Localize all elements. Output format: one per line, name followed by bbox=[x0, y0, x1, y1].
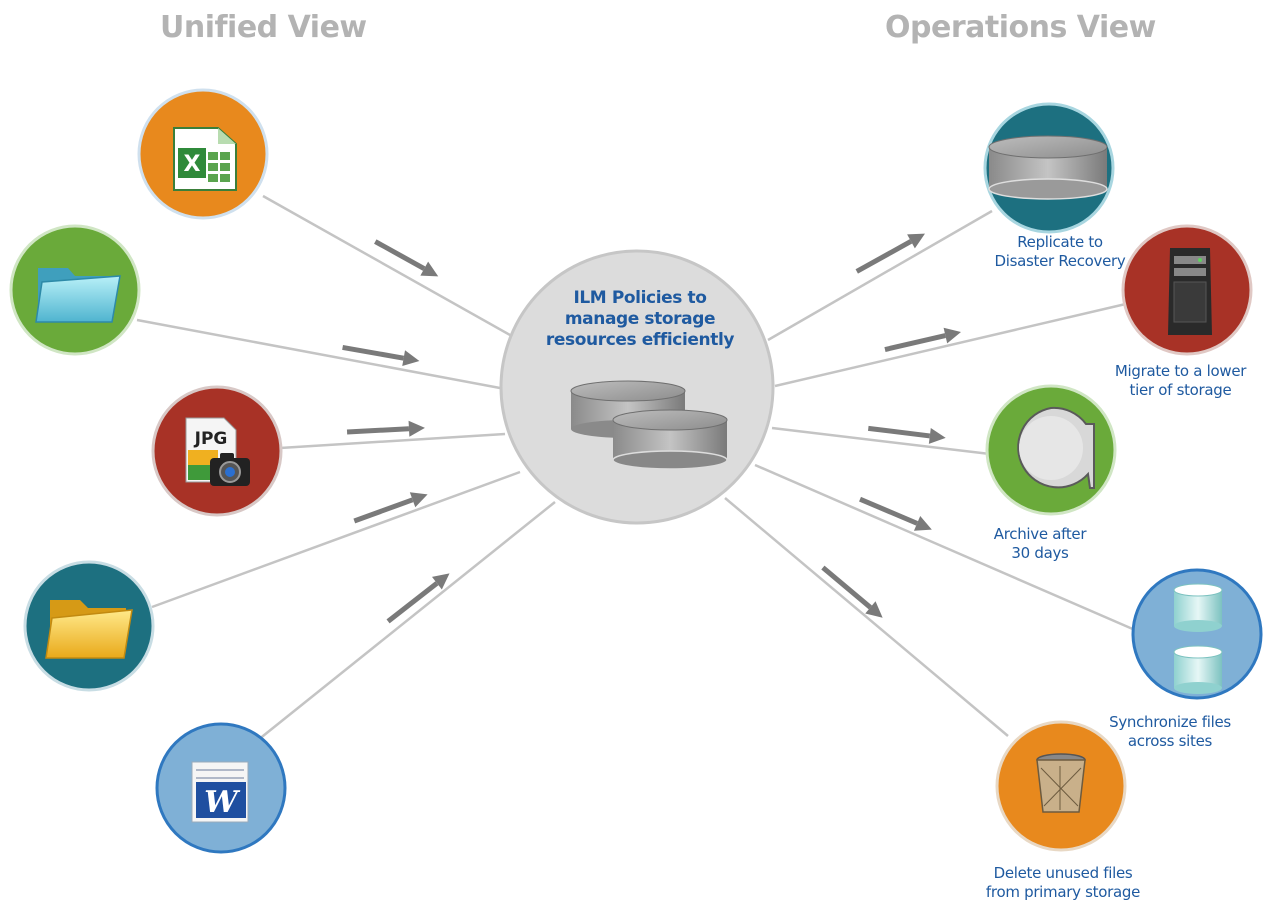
caption-archive: Archive after 30 days bbox=[993, 525, 1087, 562]
ilm-policy-title-text: ILM Policies to manage storage resources… bbox=[545, 288, 735, 350]
operation-migrate bbox=[1121, 224, 1253, 356]
word-icon: W bbox=[191, 761, 249, 823]
operation-archive bbox=[985, 384, 1117, 516]
folder-icon bbox=[35, 268, 121, 323]
arrow-icon bbox=[859, 496, 932, 531]
arrow-icon bbox=[884, 327, 961, 352]
storage-cylinders-icon bbox=[570, 380, 728, 470]
jpg-image-icon: JPG bbox=[185, 417, 250, 486]
jpg-label: JPG bbox=[194, 429, 228, 449]
svg-text:X: X bbox=[184, 152, 201, 177]
source-word: W bbox=[155, 722, 287, 854]
disk-icon bbox=[988, 135, 1108, 200]
tape-reel-icon bbox=[1017, 406, 1095, 489]
arrow-icon bbox=[855, 233, 925, 274]
operation-sync bbox=[1131, 568, 1263, 700]
flow-arrows bbox=[342, 233, 961, 624]
caption-migrate: Migrate to a lower tier of storage bbox=[1114, 362, 1247, 399]
arrow-icon bbox=[867, 425, 946, 444]
folder-icon bbox=[45, 600, 133, 659]
operation-replicate bbox=[983, 102, 1115, 234]
source-jpg: JPG bbox=[151, 385, 283, 517]
connector-lines bbox=[136, 194, 1136, 741]
operations-view-heading: Operations View bbox=[885, 10, 1156, 45]
excel-icon: X bbox=[173, 127, 237, 191]
unified-view-heading: Unified View bbox=[160, 10, 367, 45]
caption-sync: Synchronize files across sites bbox=[1109, 713, 1231, 750]
caption-replicate: Replicate to Disaster Recovery bbox=[994, 233, 1126, 270]
arrow-icon bbox=[821, 565, 883, 618]
source-folder-teal bbox=[23, 560, 155, 692]
arrow-icon bbox=[386, 573, 450, 624]
server-tower-icon bbox=[1168, 248, 1212, 335]
sync-cylinders-icon bbox=[1173, 583, 1223, 694]
source-folder-green bbox=[9, 224, 141, 356]
ilm-policy-title: ILM Policies to manage storage resources… bbox=[540, 288, 740, 351]
trash-bin-icon bbox=[1036, 753, 1086, 813]
arrow-icon bbox=[353, 492, 428, 524]
caption-delete: Delete unused files from primary storage bbox=[985, 864, 1141, 901]
source-excel: X bbox=[137, 88, 269, 220]
operation-delete bbox=[995, 720, 1127, 852]
arrow-icon bbox=[342, 344, 420, 367]
arrow-icon bbox=[374, 239, 439, 277]
arrow-icon bbox=[346, 420, 425, 437]
ilm-policy-hub bbox=[499, 249, 775, 525]
word-label: W bbox=[204, 785, 241, 820]
